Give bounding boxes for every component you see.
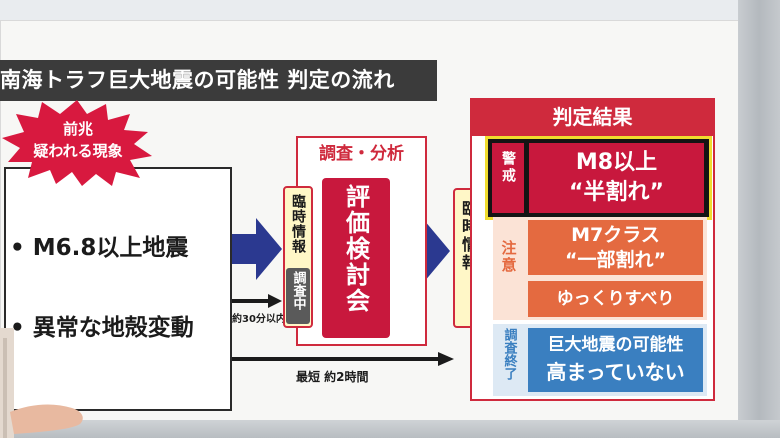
precursor-label-line1: 前兆	[62, 120, 93, 138]
long-time-arrow-icon	[232, 352, 454, 366]
result-header: 判定結果	[470, 98, 715, 136]
short-time-label: 約30分以内	[232, 314, 286, 325]
caution-slow-slip-box: ゆっくりすべり	[528, 281, 703, 317]
caution-badge: 注意	[496, 222, 522, 314]
warning-result-box: M8以上 “半割れ”	[529, 143, 704, 213]
warning-label: 警戒	[500, 151, 516, 185]
board-tray	[0, 420, 780, 438]
evaluation-committee-box: 評価検討会	[322, 178, 390, 338]
caution-label: 注意	[499, 240, 518, 274]
precursor-item-text: 異常な地殻変動	[32, 315, 194, 341]
caution-m7-line2: “一部割れ”	[565, 249, 666, 271]
precursor-item-earthquake: • M6.8以上地震	[10, 235, 189, 261]
precursor-panel	[4, 167, 232, 411]
flow-arrow-to-analysis-icon	[232, 218, 282, 280]
precursor-item-crust: • 異常な地殻変動	[10, 315, 194, 341]
warning-line2: “半割れ”	[569, 180, 664, 205]
caution-m7-line1: M7クラス	[571, 224, 660, 246]
end-line2: 高まっていない	[546, 360, 685, 384]
under-investigation-badge: 調査中	[286, 268, 310, 324]
caution-m7-box: M7クラス “一部割れ”	[528, 220, 703, 275]
evaluation-committee-label: 評価検討会	[341, 184, 370, 314]
precursor-item-text: M6.8以上地震	[32, 235, 189, 261]
page-title: 南海トラフ巨大地震の可能性 判定の流れ	[0, 60, 437, 101]
short-time-arrow-icon	[232, 294, 282, 308]
end-label: 調査終了	[501, 328, 517, 380]
precursor-burst-icon	[2, 100, 152, 186]
precursor-label-line2: 疑われる現象	[33, 142, 123, 160]
precursor-label: 前兆 疑われる現象	[18, 118, 138, 162]
long-time-label: 最短 約2時間	[296, 370, 369, 384]
end-badge: 調査終了	[496, 328, 522, 394]
provisional-info-label: 臨時情報	[290, 194, 306, 254]
warning-badge: 警戒	[492, 143, 524, 213]
under-investigation-label: 調査中	[290, 271, 306, 310]
warning-line1: M8以上	[575, 150, 658, 175]
analysis-header: 調査・分析	[319, 144, 404, 164]
end-line1: 巨大地震の可能性	[547, 335, 684, 355]
end-result-box: 巨大地震の可能性 高まっていない	[528, 328, 703, 392]
board-frame	[738, 0, 780, 438]
presenter-arm-icon	[0, 328, 83, 438]
